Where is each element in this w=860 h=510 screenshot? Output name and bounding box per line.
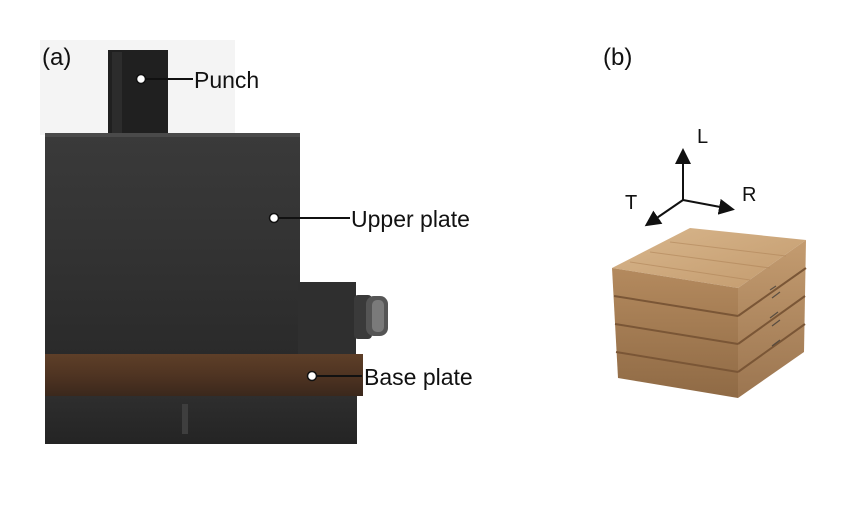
callout-upper-plate xyxy=(268,212,350,224)
press-fixture-photo xyxy=(40,40,388,444)
upper-plate xyxy=(45,133,300,358)
axis-l-label: L xyxy=(697,126,709,148)
specimen-top-face xyxy=(612,228,806,288)
punch-label: Punch xyxy=(194,67,260,93)
callout-punch xyxy=(135,73,193,85)
axis-triad xyxy=(644,148,735,227)
callout-base-plate xyxy=(306,370,362,382)
specimen-handwriting xyxy=(769,285,781,347)
upper-plate-label: Upper plate xyxy=(351,206,470,232)
wood-specimen-photo xyxy=(608,148,830,409)
axis-r-label: R xyxy=(742,184,757,206)
base-plate-label: Base plate xyxy=(364,364,473,390)
panel-b-label: (b) xyxy=(603,44,633,71)
side-block xyxy=(298,282,356,356)
panel-a-label: (a) xyxy=(42,44,72,71)
axis-t-arrow xyxy=(644,199,684,227)
axis-t-label: T xyxy=(625,192,638,214)
axis-r-arrow xyxy=(682,198,735,215)
lower-block xyxy=(45,396,357,444)
